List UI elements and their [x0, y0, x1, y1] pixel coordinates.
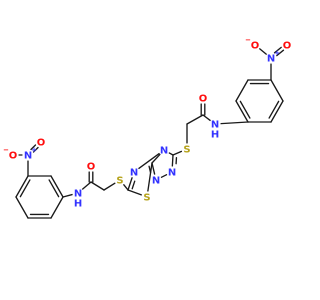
nitro-positive-charge-right: +: [274, 49, 280, 57]
ring-double-bond: [235, 100, 249, 123]
aryl-amide-bond: [62, 193, 73, 198]
triazole-nitrogen-a-backdrop: [166, 166, 178, 178]
nitro-nitrogen-right: N: [267, 54, 275, 65]
thiadiazole-sulfur: S: [143, 193, 150, 204]
amide-nitrogen-right-backdrop: [209, 118, 221, 130]
thiadiazole-sulfur-backdrop: [141, 191, 153, 203]
amide-nitrogen-left-backdrop: [72, 187, 84, 199]
nitro-nitrogen-left-backdrop: [22, 149, 34, 161]
aryl-amide-bond: [220, 121, 249, 125]
nitro-oxygen-anion-left-backdrop: [7, 149, 19, 161]
methylene-bond: [90, 181, 105, 191]
carbonyl-oxygen-left: O: [87, 162, 96, 173]
ring-double-bond-inner: [19, 179, 31, 198]
amide-bond: [202, 114, 211, 122]
ring-double-bond-inner: [268, 100, 280, 119]
nitro-double-bond-2: [30, 144, 37, 151]
triazole-nitrogen-a: N: [168, 168, 176, 179]
thioether-sulfur-left: S: [116, 176, 123, 187]
nitro-double-bond: [32, 146, 39, 153]
carbonyl-oxygen-right: O: [199, 94, 208, 105]
nitro-double-bond: [276, 49, 285, 57]
amide-bond: [81, 181, 92, 190]
nitro-negative-charge-right: −: [245, 36, 251, 44]
amide-hydrogen-right: H: [211, 130, 219, 141]
thiadiazole-bond: [147, 162, 153, 192]
thiadiazole-double-bond-inner: [131, 180, 136, 190]
amide-hydrogen-left: H: [74, 199, 82, 210]
nitro-oxygen-anion-right: O: [251, 41, 260, 52]
thiadiazole-nitrogen-backdrop: [128, 166, 140, 178]
amide-nitrogen-right: N: [211, 120, 219, 131]
nitro-negative-charge-left: −: [3, 146, 9, 154]
thiadiazole-bond: [127, 189, 143, 196]
triazole-bond: [160, 174, 168, 178]
thioether-sulfur-right: S: [183, 145, 190, 156]
carbonyl-oxygen-right-backdrop: [197, 92, 209, 104]
nitro-oxygen-right-backdrop: [281, 39, 293, 51]
ring-double-bond: [15, 175, 29, 198]
thioether-ring-bond: [123, 184, 129, 191]
ring-double-bond-inner: [48, 179, 60, 198]
ring-bond: [235, 79, 249, 102]
ring-bond: [270, 79, 284, 102]
amide-hydrogen-left-backdrop: [72, 197, 84, 209]
nitro-nitrogen-right-backdrop: [265, 52, 277, 64]
thioether-sulfur-left-backdrop: [114, 174, 126, 186]
triazole-double-bond: [151, 162, 156, 175]
thiadiazole-bond: [138, 152, 160, 170]
nitro-oxygen-anion-right-backdrop: [249, 39, 261, 51]
triazole-bond: [168, 152, 174, 156]
thioether-sulfur-right-backdrop: [181, 143, 193, 155]
thioether-bond: [103, 182, 116, 191]
bond-layer: [15, 46, 285, 219]
thiadiazole-nitrogen: N: [130, 168, 138, 179]
nitro-double-bond-2: [273, 46, 282, 54]
bridgehead-nitrogen: N: [160, 146, 168, 157]
thioether-ring-bond: [172, 150, 183, 156]
triazole-double-bond: [171, 154, 174, 167]
nitro-positive-charge-left: +: [31, 146, 37, 154]
nitro-oxygen-right: O: [283, 41, 292, 52]
ring-bond: [15, 196, 29, 219]
nitro-oxygen-left: O: [37, 138, 46, 149]
amide-nitrogen-left: N: [74, 189, 82, 200]
ring-bond: [50, 196, 64, 219]
nitro-oxygen-left-backdrop: [35, 136, 47, 148]
methylene-bond: [186, 114, 204, 125]
triazole-nitrogen-b: N: [152, 176, 160, 187]
nitro-nitrogen-left: N: [24, 151, 32, 162]
ring-double-bond: [270, 100, 284, 123]
triazole-nitrogen-b-backdrop: [150, 174, 162, 186]
thiadiazole-double-bond: [127, 177, 133, 191]
carbonyl-oxygen-left-backdrop: [85, 160, 97, 172]
nitro-single-bond: [258, 48, 268, 55]
ring-double-bond-inner: [239, 100, 251, 119]
nitro-oxygen-anion-left: O: [9, 151, 18, 162]
triazole-bond: [151, 153, 161, 164]
ring-double-bond: [50, 175, 64, 198]
amide-hydrogen-right-backdrop: [209, 128, 221, 140]
bridgehead-nitrogen-backdrop: [158, 144, 170, 156]
